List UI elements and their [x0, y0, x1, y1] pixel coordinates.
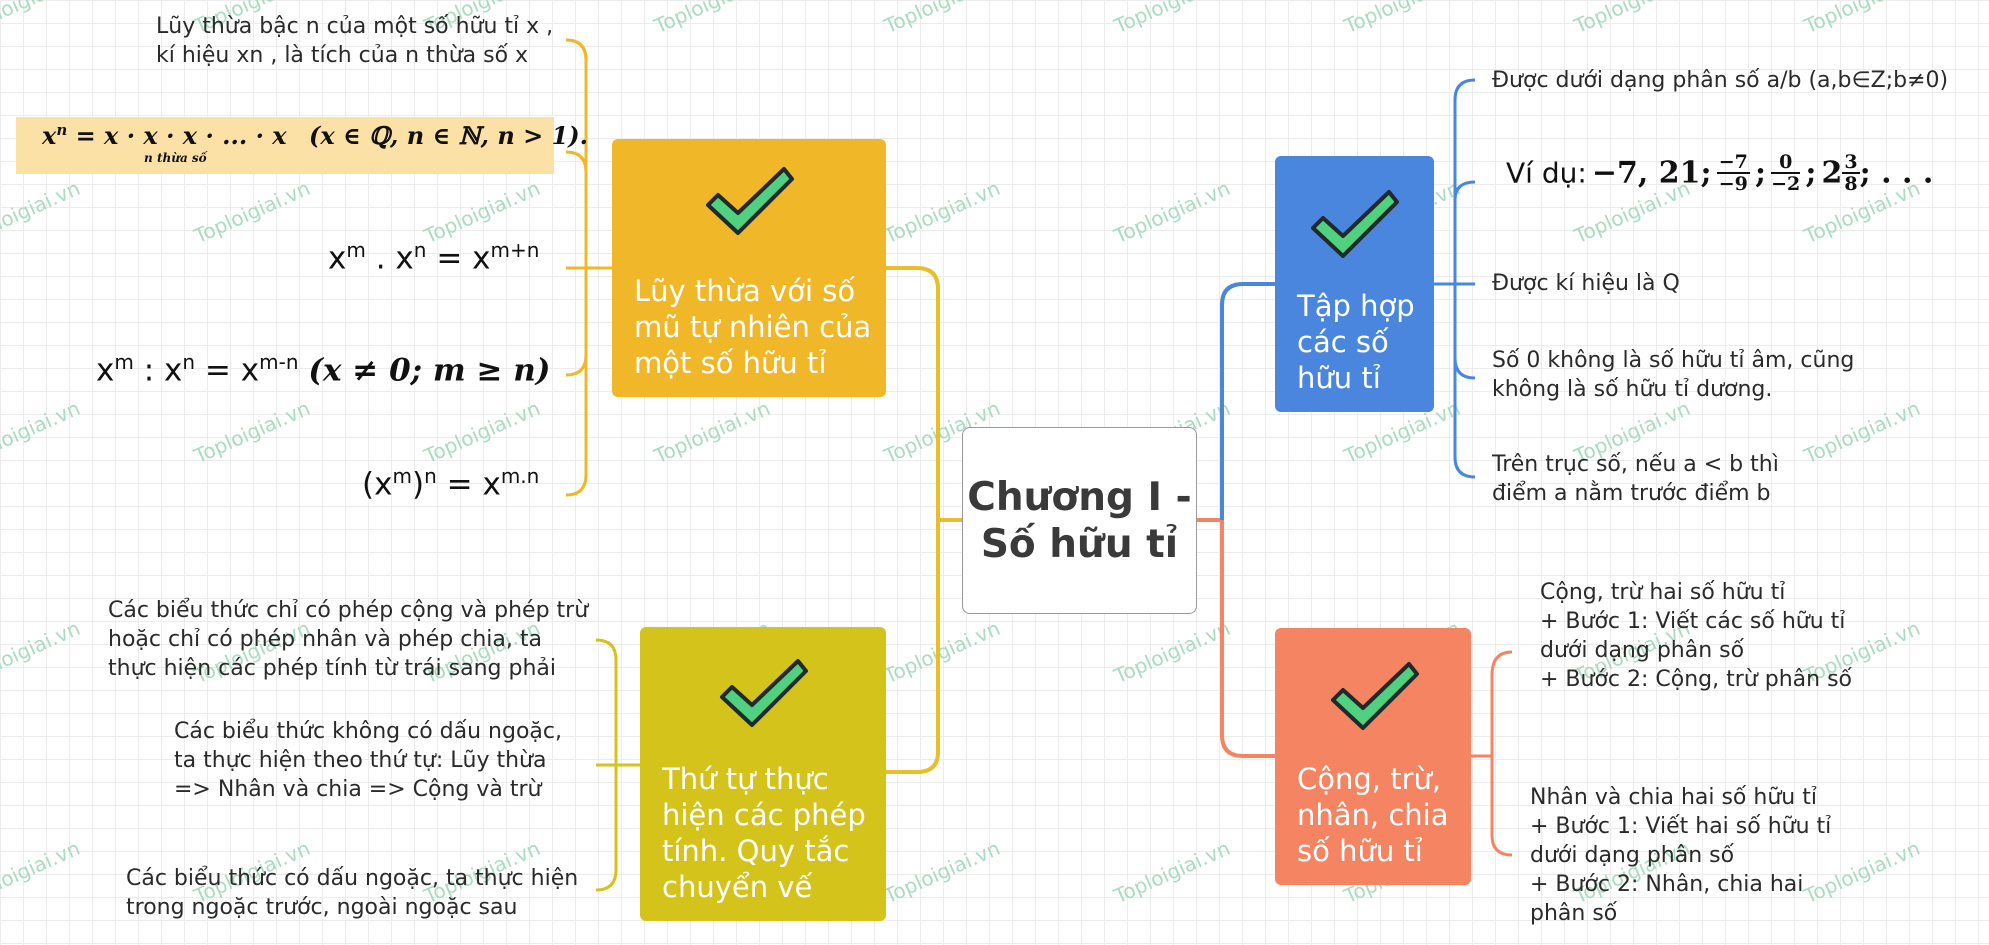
- fraction: −7−9: [1716, 151, 1750, 195]
- topic-luy-thua[interactable]: Lũy thừa với số mũ tự nhiên của một số h…: [612, 139, 886, 397]
- check-mark-icon: [1331, 662, 1419, 730]
- definition-formula: xn = x · x · x · ... · x n thừa số (x ∈ …: [42, 121, 588, 165]
- topic-luy-thua-label: Lũy thừa với số mũ tự nhiên của một số h…: [634, 274, 872, 380]
- topic-thu-tu[interactable]: Thứ tự thực hiện các phép tính. Quy tắc …: [640, 627, 886, 921]
- tap-hop-item-5: Trên trục số, nếu a < b thì điểm a nằm t…: [1492, 452, 1779, 506]
- rule-product: xm . xn = xm+n: [328, 238, 540, 277]
- rule-quotient: xm : xn = xm-n (x ≠ 0; m ≥ n): [96, 350, 551, 389]
- check-mark-icon: [706, 167, 794, 235]
- check-mark-icon: [720, 659, 808, 727]
- luy-thua-definition: Lũy thừa bậc n của một số hữu tỉ x , kí …: [156, 14, 554, 68]
- cong-tru-item-2: Nhân và chia hai số hữu tỉ + Bước 1: Viế…: [1530, 785, 1832, 926]
- tap-hop-item-3: Được kí hiệu là Q: [1492, 271, 1680, 296]
- cong-tru-item-1: Cộng, trừ hai số hữu tỉ + Bước 1: Viết c…: [1540, 580, 1852, 692]
- tap-hop-item-1: Được dưới dạng phân số a/b (a,b∈Z;b≠0): [1492, 68, 1949, 93]
- topic-thu-tu-label: Thứ tự thực hiện các phép tính. Quy tắc …: [662, 762, 866, 904]
- definition-formula-box: xn = x · x · x · ... · x n thừa số (x ∈ …: [16, 117, 588, 174]
- central-topic[interactable]: Chương I - Số hữu tỉ: [962, 427, 1197, 614]
- thu-tu-item-1: Các biểu thức chỉ có phép cộng và phép t…: [108, 598, 589, 681]
- topic-tap-hop-label: Tập hợp các số hữu tỉ: [1297, 289, 1415, 395]
- check-mark-icon: [1311, 190, 1399, 258]
- central-topic-title: Chương I - Số hữu tỉ: [967, 474, 1192, 567]
- topic-cong-tru[interactable]: Cộng, trừ, nhân, chia số hữu tỉ: [1275, 628, 1471, 885]
- rule-power: (xm)n = xm.n: [362, 464, 540, 503]
- thu-tu-item-2: Các biểu thức không có dấu ngoặc, ta thự…: [174, 719, 562, 802]
- topic-cong-tru-label: Cộng, trừ, nhân, chia số hữu tỉ: [1297, 762, 1449, 868]
- topic-tap-hop[interactable]: Tập hợp các số hữu tỉ: [1275, 156, 1434, 412]
- fraction: 0−2: [1771, 151, 1801, 195]
- tap-hop-item-4: Số 0 không là số hữu tỉ âm, cũng không l…: [1492, 348, 1855, 402]
- thu-tu-item-3: Các biểu thức có dấu ngoặc, ta thực hiện…: [126, 866, 579, 920]
